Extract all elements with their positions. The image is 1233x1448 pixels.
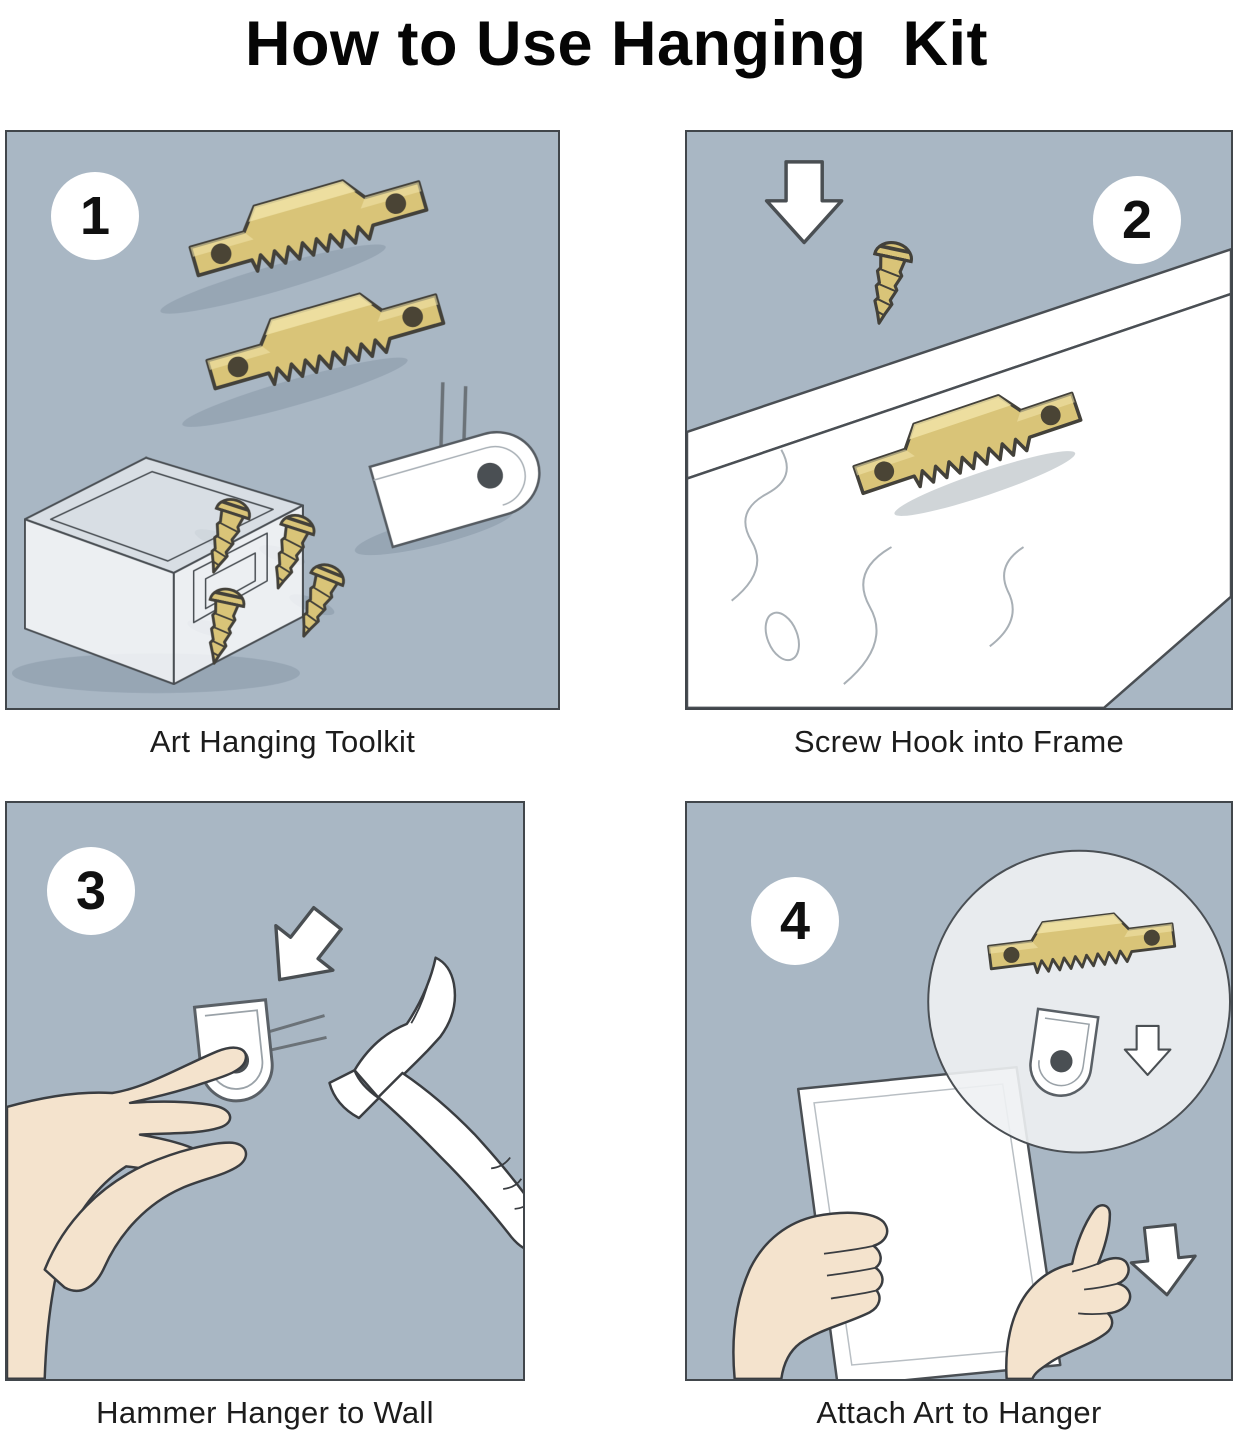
step-number: 2	[1121, 190, 1153, 250]
hammer	[328, 956, 523, 1252]
screw	[858, 237, 917, 329]
wall-hook	[368, 382, 541, 549]
step-number: 1	[79, 186, 111, 246]
step-number-badge: 4	[751, 877, 839, 965]
detail-magnifier	[927, 849, 1231, 1154]
wall-hook	[192, 998, 327, 1106]
step-2-caption: Screw Hook into Frame	[793, 724, 1125, 759]
step-2: 2 Screw Hook into Frame	[685, 130, 1233, 760]
step-4-panel: 4	[685, 801, 1233, 1381]
step-number-badge: 1	[51, 172, 139, 260]
frame-illustration	[687, 160, 1231, 708]
step-3: 3 Hammer Hanger to Wall	[5, 801, 560, 1431]
wood-grain	[731, 449, 1025, 685]
step-1-caption: Art Hanging Toolkit	[149, 724, 416, 759]
step-4: 4 Attach Art to Hanger	[685, 801, 1233, 1431]
hand	[7, 1046, 248, 1379]
toolkit-box	[23, 456, 304, 686]
down-arrow-icon	[1126, 1221, 1201, 1300]
hammer-illustration	[7, 894, 523, 1379]
step-3-caption: Hammer Hanger to Wall	[96, 1395, 434, 1430]
step-1: 1 Art Hanging Toolkit	[5, 130, 560, 760]
picture-frame-board	[687, 248, 1231, 708]
down-arrow-icon	[249, 894, 358, 1004]
down-arrow-icon	[764, 160, 844, 245]
steps-grid: 1 Art Hanging Toolkit	[5, 130, 1233, 1431]
step-4-caption: Attach Art to Hanger	[816, 1395, 1102, 1430]
toolkit-illustration	[11, 159, 541, 694]
step-number: 3	[75, 861, 107, 921]
step-3-panel: 3	[5, 801, 525, 1381]
hand	[732, 1211, 889, 1379]
step-2-panel: 2	[685, 130, 1233, 710]
hand	[1005, 1204, 1132, 1379]
step-number-badge: 3	[47, 847, 135, 935]
step-number-badge: 2	[1093, 176, 1181, 264]
page-title: How to Use Hanging Kit	[245, 9, 988, 79]
step-1-panel: 1	[5, 130, 560, 710]
step-number: 4	[779, 891, 811, 951]
attach-illustration	[732, 849, 1231, 1379]
